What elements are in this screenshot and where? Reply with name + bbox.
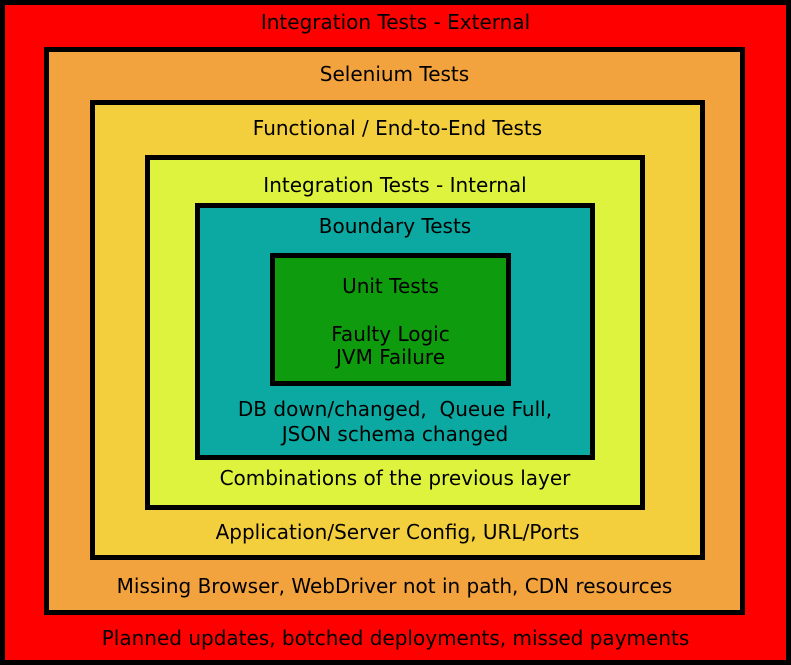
boundary-failure-modes-label: DB down/changed, Queue Full, JSON schema… <box>200 397 590 447</box>
unit-failure-modes-line2: JVM Failure <box>336 345 445 369</box>
layer-selenium-tests: Selenium Tests Missing Browser, WebDrive… <box>44 47 745 615</box>
functional-end-to-end-tests-label: Functional / End-to-End Tests <box>252 116 543 140</box>
external-failure-modes-label: Planned updates, botched deployments, mi… <box>101 626 690 650</box>
boundary-failure-modes-line2: JSON schema changed <box>281 422 509 446</box>
layer-integration-tests-internal: Integration Tests - Internal Combination… <box>145 155 645 510</box>
integration-tests-external-label: Integration Tests - External <box>260 10 531 34</box>
unit-tests-label: Unit Tests <box>342 274 439 298</box>
layer-boundary-tests: Boundary Tests DB down/changed, Queue Fu… <box>195 203 595 460</box>
layer-unit-tests: Unit Tests Faulty Logic JVM Failure <box>270 253 511 386</box>
selenium-tests-label: Selenium Tests <box>319 62 470 86</box>
selenium-failure-modes-label: Missing Browser, WebDriver not in path, … <box>116 574 673 598</box>
unit-failure-modes-line1: Faulty Logic <box>331 322 450 346</box>
integration-tests-internal-label: Integration Tests - Internal <box>263 173 527 197</box>
functional-failure-modes-label: Application/Server Config, URL/Ports <box>215 520 580 544</box>
layer-functional-end-to-end-tests: Functional / End-to-End Tests Applicatio… <box>90 100 705 560</box>
boundary-tests-label: Boundary Tests <box>318 214 472 238</box>
boundary-failure-modes-line1: DB down/changed, Queue Full, <box>237 397 553 421</box>
unit-failure-modes-label: Faulty Logic JVM Failure <box>275 323 506 369</box>
internal-failure-modes-label: Combinations of the previous layer <box>219 466 571 490</box>
